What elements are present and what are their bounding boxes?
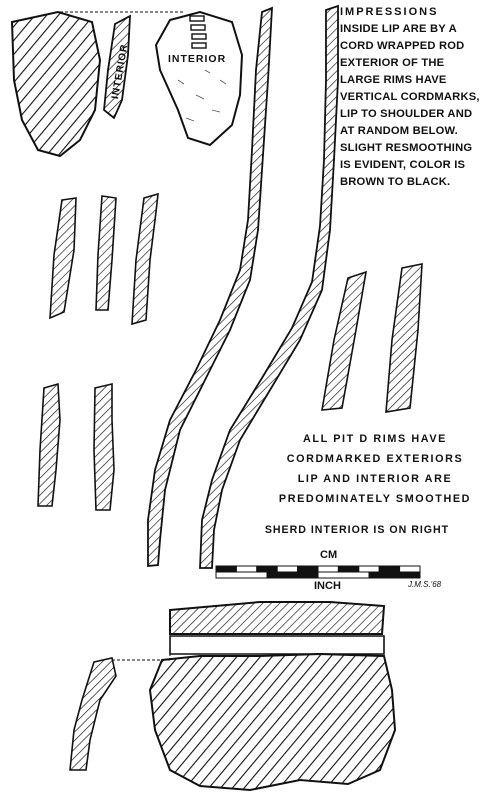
rims-note-line: CORDMARKED EXTERIORS [286, 453, 464, 465]
rims-note-line: LIP AND INTERIOR ARE [297, 473, 453, 485]
top-left-sherd-profile [103, 14, 131, 120]
tall-rim-profile-left [147, 6, 273, 567]
scale-cm-segment [235, 565, 258, 573]
sherd-note: SHERD INTERIOR IS ON RIGHT [222, 522, 492, 539]
rims-note-line: PREDOMINATELY SMOOTHED [278, 493, 472, 505]
scale-inch-segment [215, 571, 268, 579]
impressions-note-line: LARGE RIMS HAVE [340, 74, 447, 86]
scale-cm-segment [256, 565, 278, 573]
rim-fragment-2 [95, 195, 117, 311]
bottom-lip-section [169, 601, 386, 635]
impressions-note-line: LIP TO SHOULDER AND [340, 108, 473, 120]
interior-label: INTERIOR [168, 53, 227, 65]
scale-cm-segment [337, 565, 360, 573]
leader-line-bottom [112, 648, 171, 661]
rim-fragment-3 [131, 192, 159, 326]
scale-cm-segment [399, 565, 421, 573]
rim-fragment-5 [93, 382, 115, 511]
cord-impressions-lip [189, 15, 207, 49]
rims-note: ALL PIT D RIMS HAVE CORDMARKED EXTERIORS L… [255, 429, 495, 509]
sherd-note-line: SHERD INTERIOR IS ON RIGHT [264, 524, 450, 536]
scale-inch-segment [368, 571, 421, 579]
scale-cm-segment [276, 565, 299, 573]
rim-fragment-6 [321, 270, 368, 411]
bottom-interior-band [169, 635, 385, 655]
scale-cm-segment [378, 565, 401, 573]
artist-initials: J.M.S.'68 [408, 580, 442, 589]
scale-cm-label: CM [320, 549, 338, 561]
scale-cm-segment [358, 565, 380, 573]
rim-fragment-1 [49, 197, 77, 320]
impressions-note-line: SLIGHT RESMOOTHING [340, 142, 473, 154]
scale-inch-segment [266, 571, 319, 579]
impressions-note-line: CORD WRAPPED ROD [340, 40, 465, 52]
rim-fragment-7 [385, 263, 423, 413]
interior-texture [177, 69, 227, 122]
scale-bar [215, 565, 421, 579]
scale-inch-label: INCH [314, 580, 341, 592]
rim-fragment-4 [37, 382, 61, 507]
impressions-note-line: IS EVIDENT, COLOR IS [340, 159, 466, 171]
top-left-sherd-exterior [10, 10, 102, 158]
bottom-large-sherd [148, 652, 397, 792]
scale-cm-segment [317, 565, 339, 573]
impressions-note-line: IMPRESSIONS [340, 6, 439, 18]
scale-inch-segment [317, 571, 370, 579]
impressions-note-line: EXTERIOR OF THE [340, 57, 445, 69]
tall-rim-profile-right [199, 4, 339, 569]
impressions-note-line: BROWN TO BLACK. [340, 176, 451, 188]
bottom-rim-profile [69, 657, 117, 771]
top-left-sherd-interior [154, 10, 244, 147]
rims-note-line: ALL PIT D RIMS HAVE [303, 433, 447, 445]
impressions-note-line: VERTICAL CORDMARKS, [340, 91, 480, 103]
scale-cm-segment [297, 565, 319, 573]
impressions-note: IMPRESSIONS INSIDE LIP ARE BY A CORD WRAPP… [340, 4, 480, 191]
impressions-note-line: INSIDE LIP ARE BY A [340, 23, 457, 35]
impressions-note-line: AT RANDOM BELOW. [340, 125, 458, 137]
scale-cm-segment [215, 565, 237, 573]
